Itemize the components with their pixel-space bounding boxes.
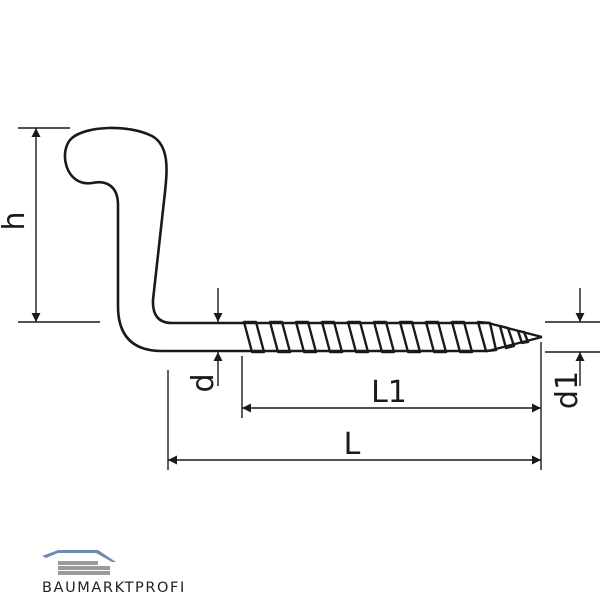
baumarktprofi-logo: BAUMARKTPROFI — [42, 550, 186, 596]
logo-wordmark: BAUMARKTPROFI — [42, 580, 186, 596]
h-label: h — [0, 211, 32, 230]
thread-9 — [450, 320, 474, 354]
hook-outline — [63, 126, 244, 353]
thread-5 — [346, 320, 370, 354]
dimension-d1 — [545, 288, 600, 386]
d-label: d — [186, 373, 221, 392]
dimension-l — [167, 370, 541, 470]
l1-label: L1 — [371, 375, 407, 410]
hook-inner-contour — [151, 190, 244, 325]
thread-6 — [372, 320, 396, 354]
thread-12 — [516, 329, 530, 345]
thread-3 — [294, 320, 318, 354]
thread-10 — [476, 320, 498, 353]
d1-label: d1 — [550, 371, 585, 409]
shank-top-edge — [242, 321, 543, 339]
dimension-h — [18, 127, 100, 323]
thread-2 — [268, 320, 292, 354]
logo-bar-3 — [58, 571, 110, 575]
dimension-l1 — [241, 342, 542, 470]
logo-bar-2 — [58, 566, 110, 570]
logo-roof-icon — [42, 550, 116, 562]
thread-4 — [320, 320, 344, 354]
thread-7 — [398, 320, 422, 354]
thread-11 — [498, 324, 516, 350]
thread-8 — [424, 320, 448, 354]
threaded-shank — [242, 320, 543, 354]
l-label: L — [344, 427, 361, 462]
thread-1 — [242, 320, 266, 354]
hook-outer-contour — [63, 126, 244, 353]
logo-bar-1 — [58, 561, 98, 565]
